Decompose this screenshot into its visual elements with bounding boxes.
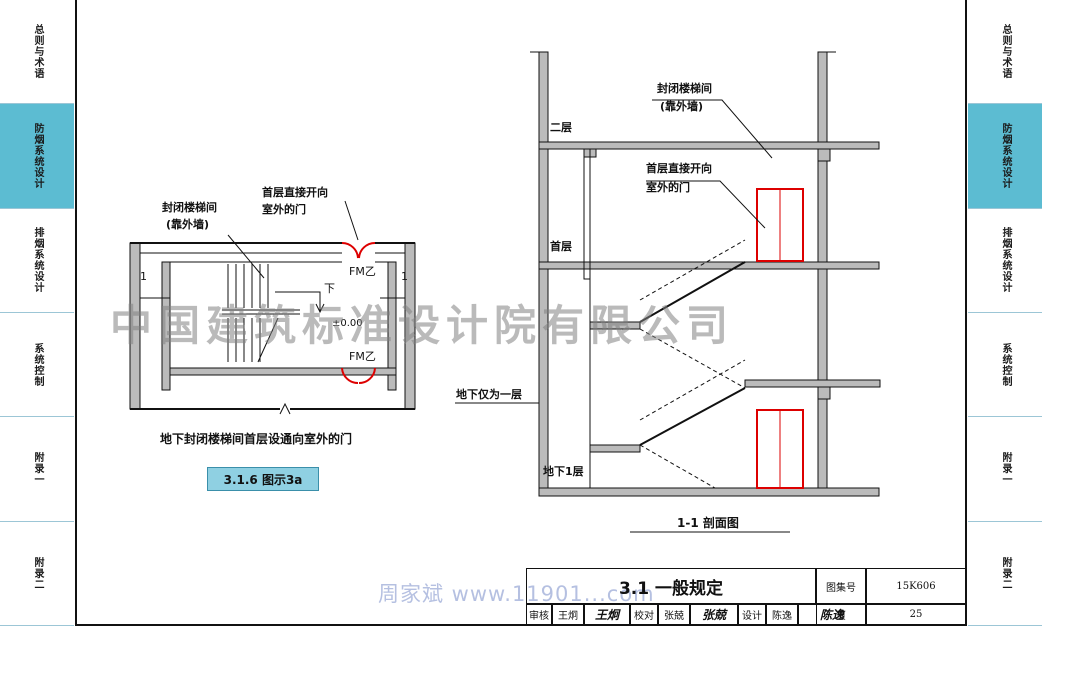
plan-door-tag-bottom: FM乙 <box>349 350 376 363</box>
plan-title: 地下封闭楼梯间首层设通向室外的门 <box>160 432 353 446</box>
right-tab-1[interactable]: 总则与术语 <box>968 0 1042 105</box>
section-stair-label-2: (靠外墙) <box>660 100 704 113</box>
page-label: 页 <box>816 604 866 625</box>
right-tab-label: 排烟系统设计 <box>1000 227 1011 294</box>
left-tab-label: 总则与术语 <box>32 24 43 80</box>
section-stair-label-1: 封闭楼梯间 <box>657 82 712 95</box>
section-view <box>455 51 881 533</box>
plan-cut-right: 1 <box>401 270 408 283</box>
right-tab-label: 附录一 <box>1000 452 1011 486</box>
atlas-label: 图集号 <box>816 568 866 604</box>
plan-door-label-2: 室外的门 <box>262 203 306 216</box>
left-tab-2[interactable]: 防烟系统设计 <box>0 104 74 209</box>
right-tab-column: 总则与术语防烟系统设计排烟系统设计系统控制附录一附录二 <box>968 0 1042 626</box>
left-tab-1[interactable]: 总则与术语 <box>0 0 74 105</box>
checker-signature: 张兢 <box>690 604 738 625</box>
left-tab-6[interactable]: 附录二 <box>0 522 74 626</box>
review-label: 审核 <box>526 604 552 625</box>
right-tab-label: 系统控制 <box>1000 342 1011 387</box>
watermark: 中国建筑标准设计院有限公司 <box>110 301 735 350</box>
watermark-url: 周家斌 www.11901...com <box>378 582 655 606</box>
plan-elevation: ±0.00 <box>332 318 363 329</box>
right-tab-label: 防烟系统设计 <box>1000 122 1011 189</box>
design-label: 设计 <box>738 604 766 625</box>
right-tab-6[interactable]: 附录二 <box>968 522 1042 626</box>
left-tab-label: 排烟系统设计 <box>32 227 43 294</box>
designer-name: 陈逸 <box>766 604 798 625</box>
right-tab-label: 总则与术语 <box>1000 24 1011 80</box>
plan-door-label-1: 首层直接开向 <box>262 186 328 199</box>
right-tab-label: 附录二 <box>1000 556 1011 590</box>
section-floor-1: 首层 <box>550 240 572 253</box>
right-tab-5[interactable]: 附录一 <box>968 417 1042 522</box>
plan-view <box>129 200 416 415</box>
section-floor-2: 二层 <box>550 121 572 134</box>
section-door-label-2: 室外的门 <box>646 181 690 194</box>
section-basement-note: 地下仅为一层 <box>456 388 522 401</box>
left-tab-3[interactable]: 排烟系统设计 <box>0 209 74 313</box>
drawing-frame <box>75 0 967 626</box>
plan-down-label: 下 <box>324 282 335 295</box>
figure-badge: 3.1.6 图示3a <box>207 467 319 491</box>
right-tab-2[interactable]: 防烟系统设计 <box>968 104 1042 209</box>
left-tab-5[interactable]: 附录一 <box>0 417 74 522</box>
reviewer-signature: 王炯 <box>584 604 630 625</box>
title-block-section-title: 3.1 一般规定 <box>526 568 816 604</box>
right-tab-4[interactable]: 系统控制 <box>968 313 1042 418</box>
left-tab-label: 附录一 <box>32 452 43 486</box>
title-block: 3.1 一般规定 图集号 15K606 审核 王炯 王炯 校对 张兢 张兢 设计… <box>526 568 966 625</box>
left-tab-label: 系统控制 <box>32 342 43 387</box>
plan-cut-left: 1 <box>140 270 147 283</box>
plan-stair-label-2: (靠外墙) <box>166 218 210 231</box>
atlas-number: 15K606 <box>866 568 966 604</box>
left-tab-column: 总则与术语防烟系统设计排烟系统设计系统控制附录一附录二 <box>0 0 74 626</box>
left-tab-4[interactable]: 系统控制 <box>0 313 74 418</box>
plan-stair-label-1: 封闭楼梯间 <box>162 201 217 214</box>
section-door-label-1: 首层直接开向 <box>646 162 712 175</box>
section-title: 1-1 剖面图 <box>677 516 739 530</box>
reviewer-name: 王炯 <box>552 604 584 625</box>
section-basement-1: 地下1层 <box>543 465 584 478</box>
page-number: 25 <box>866 604 966 625</box>
check-label: 校对 <box>630 604 658 625</box>
left-tab-label: 附录二 <box>32 556 43 590</box>
left-tab-label: 防烟系统设计 <box>32 122 43 189</box>
right-tab-3[interactable]: 排烟系统设计 <box>968 209 1042 313</box>
plan-door-tag-top: FM乙 <box>349 265 376 278</box>
checker-name: 张兢 <box>658 604 690 625</box>
